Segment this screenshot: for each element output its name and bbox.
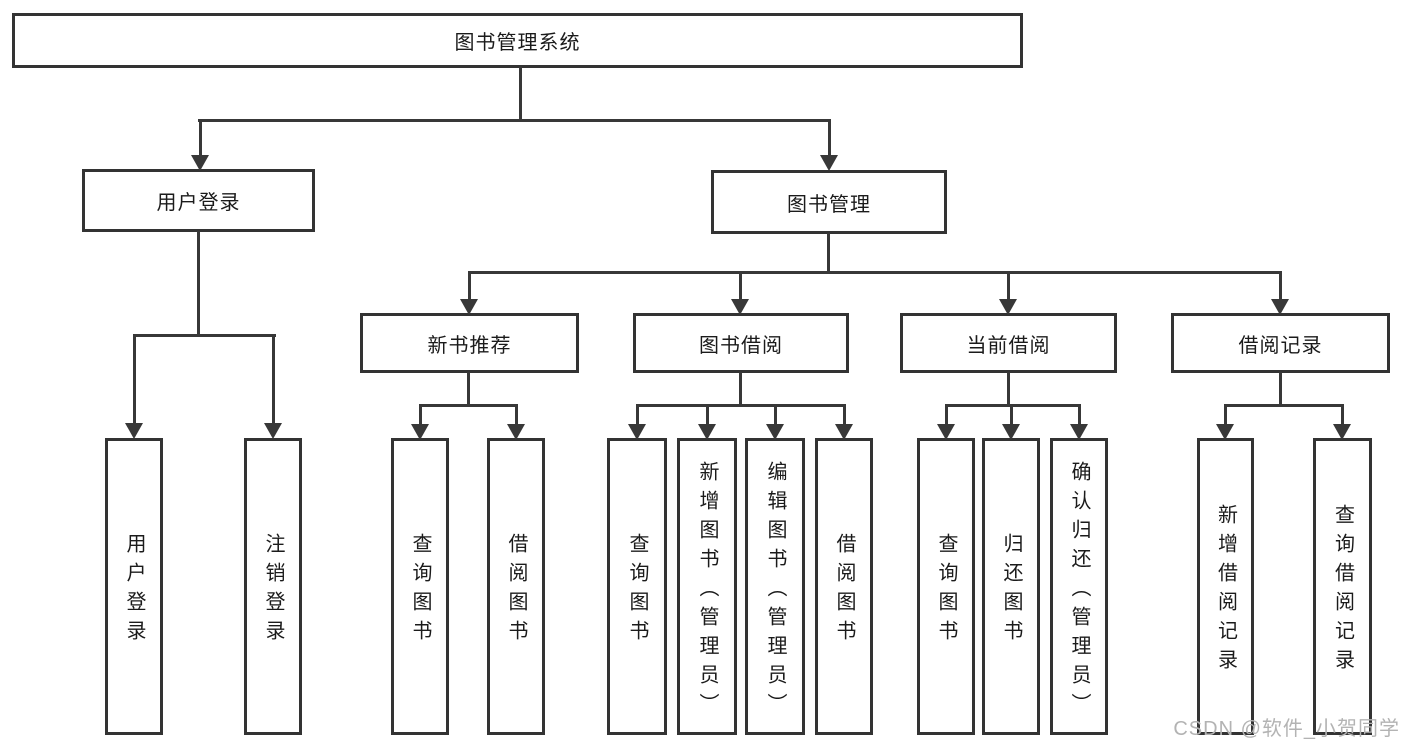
leaf-current-confirm-admin: 确认归还（管理员）	[1050, 438, 1108, 735]
arrow-to-leaf-current-query	[937, 404, 955, 440]
connector-root-vertical	[519, 67, 522, 121]
node-book-mgmt: 图书管理	[711, 170, 947, 234]
leaf-borrow-add-admin-label: 新增图书（管理员）	[696, 460, 718, 722]
arrow-to-leaf-logout-login	[264, 334, 282, 439]
arrow-to-leaf-newbooks-borrow	[507, 404, 525, 440]
leaf-borrow-query-label: 查询图书	[626, 533, 648, 649]
connector-borrowrecords-vertical	[1279, 372, 1282, 406]
connector-currentborrow-horizontal	[945, 404, 1081, 407]
leaf-records-query-label: 查询借阅记录	[1331, 504, 1354, 678]
leaf-current-query-label: 查询图书	[935, 533, 957, 649]
node-user-login-label: 用户登录	[156, 192, 241, 214]
leaf-records-query: 查询借阅记录	[1313, 438, 1372, 735]
connector-borrowrecords-horizontal	[1224, 404, 1344, 407]
leaf-records-add-label: 新增借阅记录	[1214, 504, 1237, 678]
leaf-borrow-edit-admin-label: 编辑图书（管理员）	[764, 460, 786, 722]
connector-userlogin-vertical	[197, 231, 200, 336]
node-borrow-records-label: 借阅记录	[1238, 334, 1323, 357]
arrow-to-borrow-records	[1271, 271, 1289, 315]
leaf-current-return: 归还图书	[982, 438, 1040, 735]
arrow-to-book-mgmt	[820, 119, 838, 171]
node-user-login: 用户登录	[82, 169, 315, 232]
leaf-borrow-add-admin: 新增图书（管理员）	[677, 438, 737, 735]
connector-newbooks-vertical	[467, 372, 470, 406]
leaf-current-confirm-admin-label: 确认归还（管理员）	[1068, 460, 1090, 722]
arrow-to-leaf-borrow-query	[628, 404, 646, 440]
connector-userlogin-horizontal	[133, 334, 276, 337]
leaf-logout-login-label: 注销登录	[262, 533, 284, 649]
arrow-to-user-login	[191, 119, 209, 171]
arrow-to-current-borrow	[999, 271, 1017, 315]
node-book-mgmt-label: 图书管理	[787, 193, 871, 216]
node-borrow-records: 借阅记录	[1171, 313, 1390, 373]
node-book-borrow-label: 图书借阅	[699, 334, 783, 357]
arrow-to-new-books	[460, 271, 478, 315]
arrow-to-leaf-current-confirm	[1070, 404, 1088, 440]
leaf-user-login-label: 用户登录	[123, 533, 145, 649]
node-root-system-label: 图书管理系统	[454, 32, 581, 54]
connector-level2-horizontal	[198, 119, 831, 122]
leaf-borrow-edit-admin: 编辑图书（管理员）	[745, 438, 805, 735]
node-current-borrow-label: 当前借阅	[966, 334, 1051, 357]
arrow-to-leaf-records-query	[1333, 404, 1351, 440]
leaf-borrow-query: 查询图书	[607, 438, 667, 735]
connector-currentborrow-vertical	[1007, 372, 1010, 406]
leaf-user-login: 用户登录	[105, 438, 163, 735]
leaf-logout-login: 注销登录	[244, 438, 302, 735]
node-book-borrow: 图书借阅	[633, 313, 849, 373]
node-new-books-label: 新书推荐	[427, 334, 512, 357]
leaf-borrow-borrow: 借阅图书	[815, 438, 873, 735]
leaf-current-return-label: 归还图书	[1000, 533, 1022, 649]
arrow-to-leaf-borrow-borrow	[835, 404, 853, 440]
arrow-to-leaf-records-add	[1216, 404, 1234, 440]
arrow-to-book-borrow	[731, 271, 749, 315]
node-current-borrow: 当前借阅	[900, 313, 1117, 373]
arrow-to-leaf-borrow-add	[698, 404, 716, 440]
connector-bookmgmt-vertical	[827, 233, 830, 273]
arrow-to-leaf-newbooks-query	[411, 404, 429, 440]
arrow-to-leaf-current-return	[1002, 404, 1020, 440]
leaf-records-add: 新增借阅记录	[1197, 438, 1254, 735]
connector-bookborrow-vertical	[739, 372, 742, 406]
connector-bookborrow-horizontal	[636, 404, 846, 407]
leaf-newbooks-borrow: 借阅图书	[487, 438, 545, 735]
leaf-current-query: 查询图书	[917, 438, 975, 735]
arrow-to-leaf-user-login	[125, 334, 143, 439]
node-new-books: 新书推荐	[360, 313, 579, 373]
leaf-newbooks-query: 查询图书	[391, 438, 449, 735]
connector-newbooks-horizontal	[419, 404, 518, 407]
leaf-newbooks-borrow-label: 借阅图书	[505, 533, 527, 649]
leaf-borrow-borrow-label: 借阅图书	[833, 533, 855, 649]
node-root-system: 图书管理系统	[12, 13, 1023, 68]
connector-level3-horizontal	[468, 271, 1282, 274]
arrow-to-leaf-borrow-edit	[766, 404, 784, 440]
csdn-watermark: CSDN @软件_小贺同学	[1173, 718, 1400, 740]
leaf-newbooks-query-label: 查询图书	[409, 533, 431, 649]
